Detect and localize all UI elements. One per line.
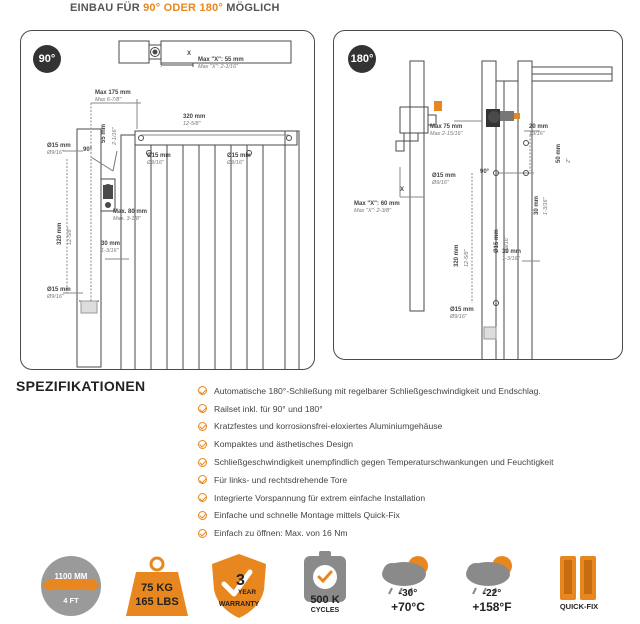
feature-cycles: 500 K CYCLES [290,550,360,620]
gate-diagram-90 [63,40,300,369]
feature-warranty: 3 YEAR WARRANTY [206,550,272,620]
list-item: Einfach zu öffnen: Max. von 16 Nm [198,524,554,542]
list-item: Für links- und rechtsdrehende Tore [198,471,554,489]
feature-temp-celsius: -30° +70°C [372,550,444,620]
dim-30mm-180-v: 30 mm [534,195,540,215]
header-option-180: 180° [199,2,224,14]
temp-f-high: +158°F [472,600,512,614]
cycles-label: CYCLES [310,607,340,614]
warranty-label: WARRANTY [218,601,260,608]
size-ft: 4 FT [63,596,79,605]
list-item: Integrierte Vorspannung für extrem einfa… [198,489,554,507]
dim-12-5-8-180: 12-5/8" [464,249,470,267]
dim-angle-90: 90° [83,147,93,153]
dim-320-side: 320 mm [57,222,63,245]
weight-lbs: 165 LBS [135,596,179,608]
gate-diagram-180 [395,60,613,359]
list-item: Railset inkl. für 90° und 180° [198,400,554,418]
warranty-shield-icon [212,554,266,618]
list-item: Schließgeschwindigkeit unempfindlich geg… [198,453,554,471]
weather-icon [466,556,512,595]
dim-2in: 2" [566,157,572,163]
list-item: Einfache und schnelle Montage mittels Qu… [198,507,554,525]
stopwatch-icon [304,551,346,602]
dim-1-3-16-v: 1-3/16" [543,197,549,215]
weight-icon [126,556,188,616]
dim-x-180: X [400,187,405,193]
badge-90: 90° [33,45,61,73]
dim-50mm: 50 mm [556,143,562,163]
badge-180: 180° [348,45,376,73]
check-icon [198,475,207,485]
dim-diameter-180-2: Ø15 mm [494,229,500,253]
temp-c-high: +70°C [391,600,425,614]
spec-list: Automatische 180°-Schließung mit regelba… [198,382,554,542]
header-option-90: 90° [143,2,161,14]
cycles-value: 500 K [310,594,340,606]
header-title: EINBAU FÜR 90° ODER 180° MÖGLICH [70,2,280,14]
list-item: Kratzfestes und korrosionsfrei-eloxierte… [198,418,554,436]
check-icon [198,439,207,449]
dim-320-180: 320 mm [454,244,460,267]
check-icon [198,457,207,467]
dim-x-90: X [187,51,192,57]
size-circle-icon [41,556,101,616]
warranty-year-label: YEAR [238,589,257,596]
list-item: Kompaktes und ästhetisches Design [198,435,554,453]
check-icon [198,493,207,503]
size-mm: 1100 MM [54,572,88,581]
dim-12-5-8-side: 12-5/8" [67,227,73,245]
temp-f-low: -22° [482,588,502,599]
feature-weight: 75 KG 165 LBS [122,550,192,620]
dim-55mm: 55 mm [101,123,107,143]
check-icon [198,528,207,538]
feature-size: 1100 MM 4 FT [36,550,106,620]
quickfix-label: QUICK-FIX [559,602,599,611]
warranty-years: 3 [236,572,245,589]
quickfix-icon [560,556,596,600]
weight-kg: 75 KG [141,582,173,594]
check-icon [198,510,207,520]
feature-temp-fahrenheit: -22° +158°F [456,550,528,620]
dim-angle-180: 90° [480,169,490,175]
list-item: Automatische 180°-Schließung mit regelba… [198,382,554,400]
check-icon [198,386,207,396]
check-icon [198,404,207,414]
weather-icon [382,556,428,595]
specs-title: SPEZIFIKATIONEN [16,378,146,394]
check-icon [198,421,207,431]
feature-quickfix: QUICK-FIX [546,550,612,620]
dim-2-1-16: 2-1/16" [112,127,118,145]
temp-c-low: -30° [398,588,418,599]
